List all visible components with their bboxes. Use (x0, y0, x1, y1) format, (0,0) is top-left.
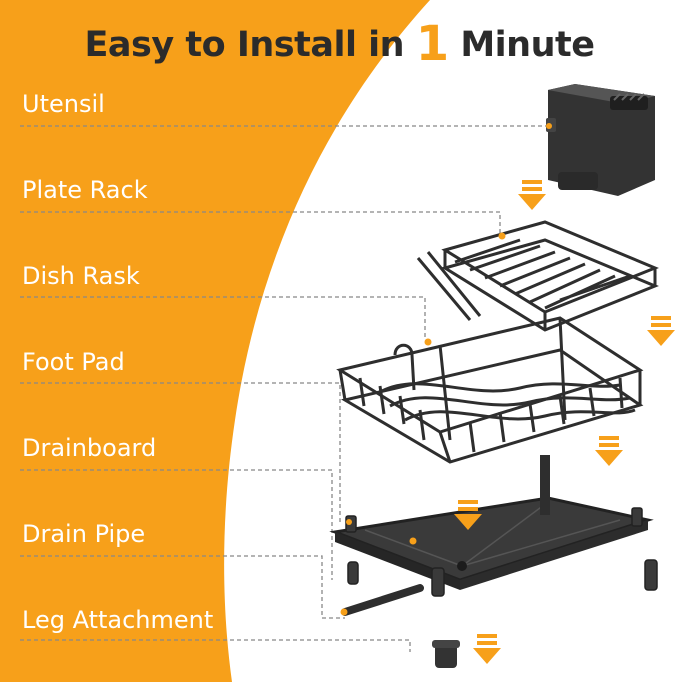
page-title: Easy to Install in 1 Minute (0, 16, 679, 72)
label-drainboard: Drainboard (22, 434, 157, 462)
utensil-holder (546, 84, 655, 196)
foot-pad-marker (346, 519, 352, 525)
drainboard-tray (329, 455, 654, 590)
label-drain-pipe: Drain Pipe (22, 520, 146, 548)
leader-drain-pipe (20, 555, 345, 619)
leader-dish-rack (20, 296, 426, 340)
label-plate-rack: Plate Rack (22, 176, 148, 204)
title-number: 1 (415, 16, 449, 72)
leader-drainboard (20, 469, 333, 580)
label-dish-rack: Dish Rask (22, 262, 140, 290)
dish-rack (336, 316, 644, 464)
title-prefix: Easy to Install in (84, 25, 416, 65)
leg-attachment (432, 640, 460, 668)
label-leg-attachment: Leg Attachment (22, 606, 214, 634)
label-utensil: Utensil (22, 90, 105, 118)
drain-pipe (340, 584, 424, 616)
dish-rack-marker (424, 338, 432, 346)
title-suffix: Minute (448, 25, 595, 65)
leader-leg-attachment (20, 639, 411, 652)
label-foot-pad: Foot Pad (22, 348, 125, 376)
leader-foot-pad (20, 382, 341, 522)
leader-plate-rack (20, 211, 501, 238)
leader-lines (20, 125, 548, 652)
plate-rack-marker (498, 232, 506, 240)
plate-rack (416, 220, 659, 332)
